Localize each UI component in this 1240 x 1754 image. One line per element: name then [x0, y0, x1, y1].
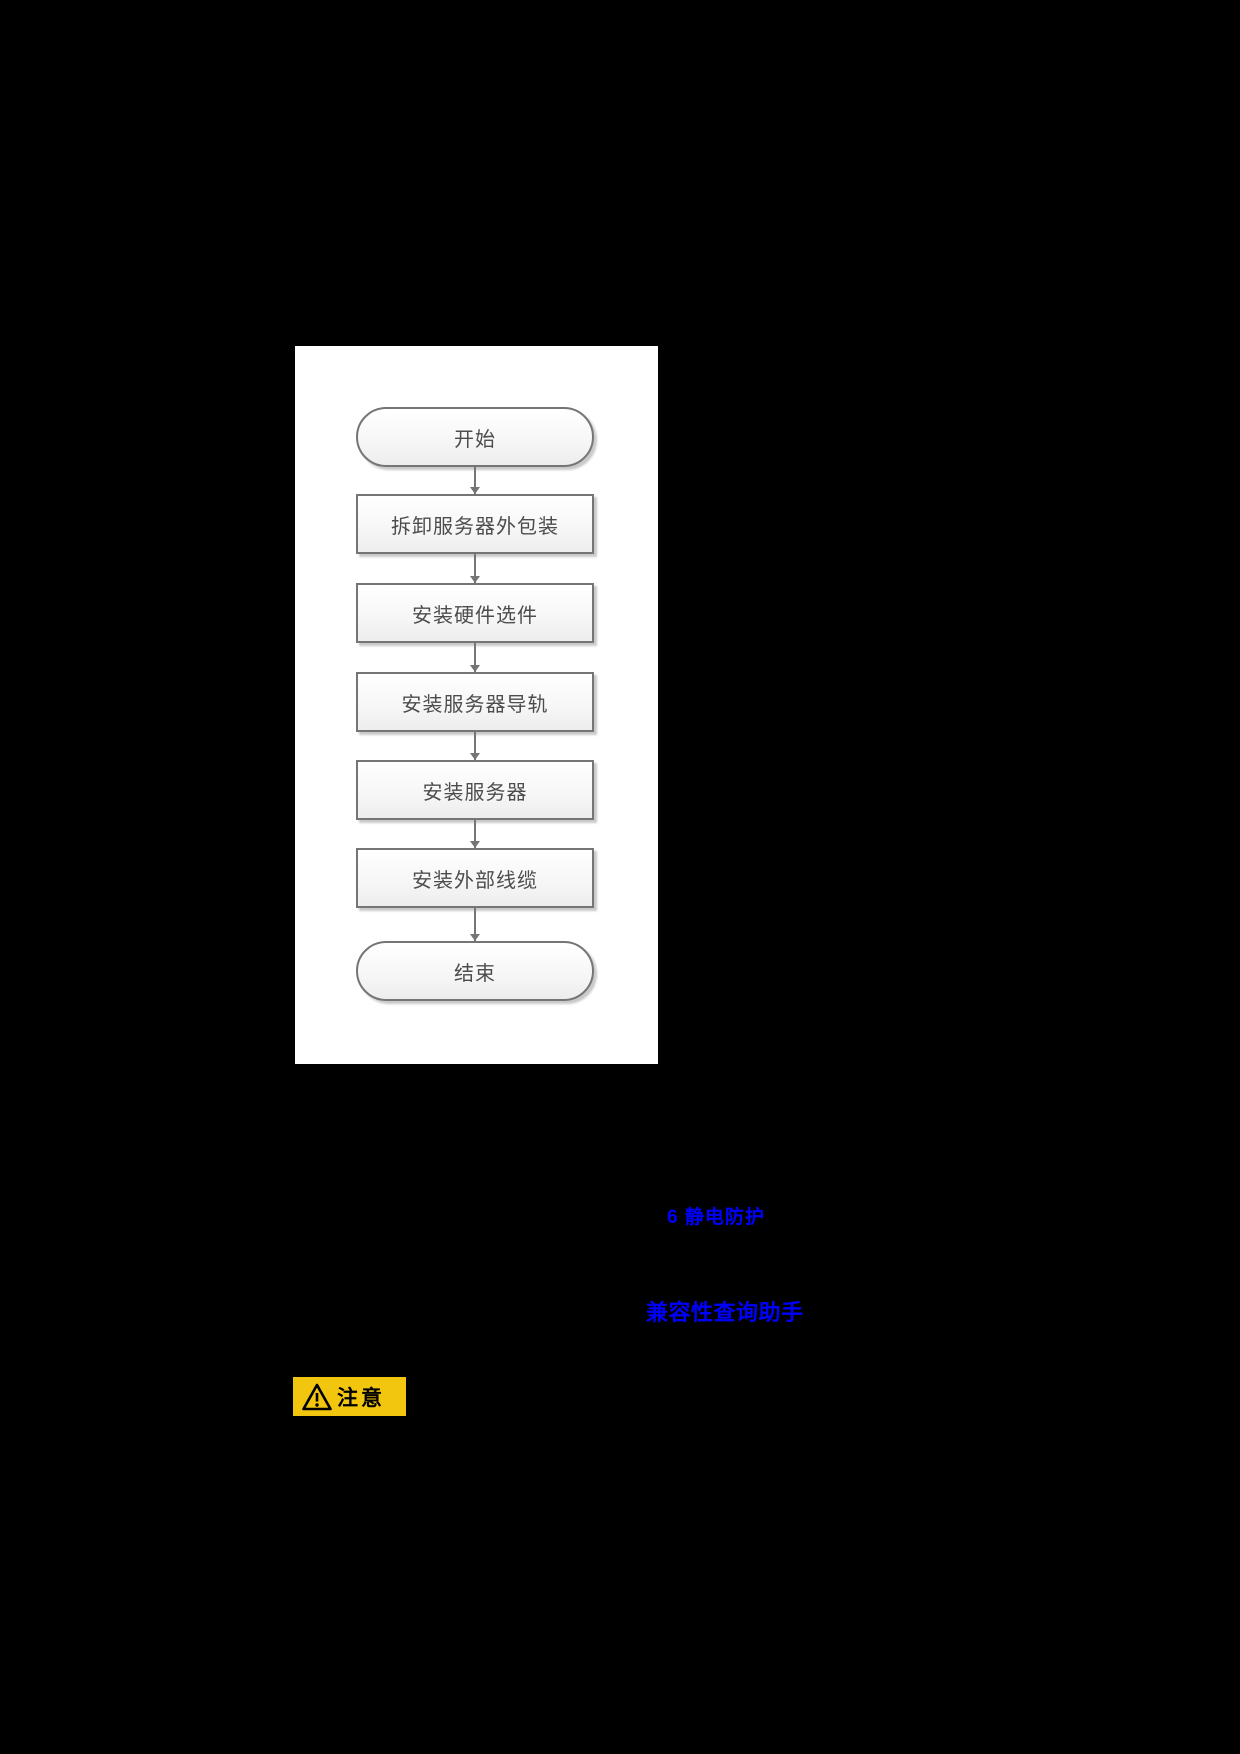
flowchart-step-label: 安装服务器导轨: [401, 693, 549, 716]
flowchart-step-label: 安装服务器: [422, 781, 528, 804]
flowchart-step-label: 拆卸服务器外包装: [391, 515, 559, 538]
flow-arrow-icon: [470, 731, 480, 760]
flowchart-step-install-server-rails: 安装服务器导轨: [356, 672, 594, 732]
compatibility-checker-link[interactable]: 兼容性查询助手: [646, 1300, 804, 1325]
flowchart-step-install-server: 安装服务器: [356, 760, 594, 820]
flowchart-step-install-external-cables: 安装外部线缆: [356, 848, 594, 908]
flowchart-step-unpack-server: 拆卸服务器外包装: [356, 494, 594, 554]
flowchart-start-node: 开始: [356, 407, 594, 467]
flowchart-step-label: 安装硬件选件: [412, 604, 538, 627]
flow-arrow-icon: [470, 642, 480, 672]
flow-arrow-icon: [470, 819, 480, 848]
flow-arrow-icon: [470, 907, 480, 941]
warning-triangle-icon: [302, 1383, 332, 1410]
flowchart-step-label: 安装外部线缆: [412, 869, 538, 892]
caution-label: 注意: [337, 1386, 385, 1410]
flow-arrow-icon: [470, 553, 480, 583]
flowchart-step-install-hardware-options: 安装硬件选件: [356, 583, 594, 643]
esd-protection-section-link[interactable]: 6 静电防护: [667, 1207, 765, 1228]
flowchart-start-label: 开始: [454, 428, 496, 451]
flowchart-end-label: 结束: [454, 962, 496, 985]
installation-flowchart-figure: 开始 拆卸服务器外包装 安装硬件选件 安装服务器导轨 安装服务器 安装外部线缆 …: [295, 346, 658, 1064]
flow-arrow-icon: [470, 467, 480, 494]
flowchart-end-node: 结束: [356, 941, 594, 1001]
caution-badge: 注意: [293, 1377, 406, 1416]
